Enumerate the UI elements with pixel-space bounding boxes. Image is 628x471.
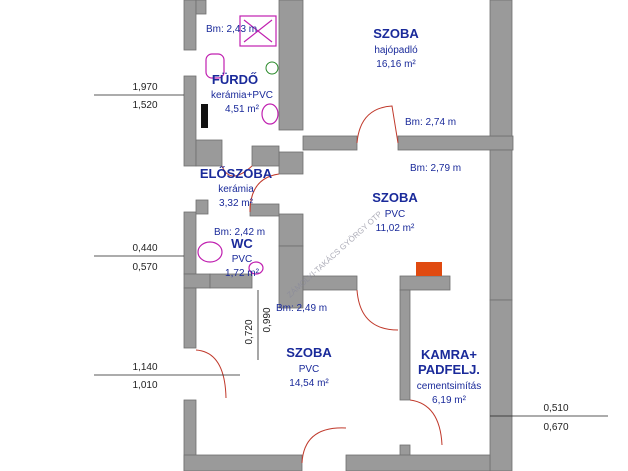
room-eloszoba-area: 3,32 m² [219, 198, 254, 209]
wall-wc-top-right [249, 203, 280, 217]
vertical-dim-1: 0,720 [244, 319, 255, 344]
sink-bath-icon [261, 103, 279, 125]
wall-right-upper [489, 0, 513, 137]
room-szoba-bottom-material: PVC [299, 364, 320, 375]
wall-left-bottom [183, 399, 197, 471]
wall-bath-bottom-left [195, 139, 223, 167]
wall-wc-bottom [209, 273, 253, 289]
height-label-wc: Bm: 2,42 m [214, 227, 265, 238]
wall-left-mid [183, 75, 197, 167]
wall-top-room-bottom-left [302, 135, 358, 151]
room-szoba-top-name: SZOBA [373, 26, 419, 41]
side-dim-2-top: 0,440 [132, 243, 157, 254]
room-szoba-top-area: 16,16 m² [376, 59, 416, 70]
side-dim-3-bottom: 1,010 [132, 380, 157, 391]
wall-right-lower [489, 299, 513, 471]
wall-kamra-left [399, 289, 411, 401]
room-szoba-mid-material: PVC [385, 209, 406, 220]
side-dim-3-top: 1,140 [132, 362, 157, 373]
fixtures [197, 15, 279, 275]
room-szoba-mid-name: SZOBA [372, 190, 418, 205]
wall-left-upper [183, 0, 197, 51]
wall-bottom-left [183, 454, 303, 471]
side-dim-4-bottom: 0,670 [543, 422, 568, 433]
height-label-bath: Bm: 2,43 m [206, 24, 257, 35]
wall-wc-right [278, 213, 304, 247]
room-wc-name: WC [231, 236, 253, 251]
room-szoba-bottom-area: 14,54 m² [289, 378, 329, 389]
wall-left-lower [183, 287, 197, 349]
door-left-bottom [195, 349, 227, 399]
wall-bath-right [278, 0, 304, 131]
toilet-bath-icon [205, 53, 225, 79]
side-dimensions: 1,970 1,520 0,440 0,570 1,140 1,010 0,51… [94, 82, 608, 433]
wall-bath-bottom-right [251, 145, 280, 167]
door-top-room [356, 105, 399, 144]
door-hall-mid [249, 173, 280, 213]
side-dim-1-top: 1,970 [132, 82, 157, 93]
toilet-wc-icon [197, 241, 223, 263]
door-kamra [409, 399, 443, 446]
room-wc-material: PVC [232, 254, 253, 265]
room-kamra-area: 6,19 m² [432, 395, 467, 406]
room-kamra-name2: PADFELJ. [418, 362, 480, 377]
wall-wc-top-left [195, 199, 209, 215]
door-bath [221, 165, 253, 177]
wall-bottom-right [345, 454, 491, 471]
wall-left-wc [183, 211, 197, 275]
heater-icon [416, 262, 442, 276]
room-kamra-material: cementsimítás [417, 381, 481, 392]
wall-left-step [183, 273, 211, 289]
wall-kamra-top [399, 275, 451, 291]
door-mid-room-bottom [356, 289, 399, 331]
door-bottom-entrance [301, 427, 347, 464]
height-label-mid-room: Bm: 2,79 m [410, 163, 461, 174]
wall-mid-column [278, 245, 304, 309]
room-furdo-material: kerámia+PVC [211, 90, 273, 101]
ventilation-icon [265, 61, 279, 75]
room-labels: SZOBA hajópadló 16,16 m² FÜRDŐ kerámia+P… [200, 26, 481, 406]
room-wc-area: 1,72 m² [225, 268, 260, 279]
sink-wc-icon [248, 261, 264, 275]
ceiling-heights: Bm: 2,43 m Bm: 2,74 m Bm: 2,79 m Bm: 2,4… [206, 24, 461, 314]
room-kamra-name: KAMRA+ [421, 347, 477, 362]
wall-top-room-bottom-right [397, 135, 514, 151]
room-eloszoba-material: kerámia [218, 184, 254, 195]
side-dim-2-bottom: 0,570 [132, 262, 157, 273]
room-szoba-mid-area: 11,02 m² [376, 223, 415, 234]
wall-right-mid [489, 149, 513, 301]
wall-hall-right [278, 151, 304, 175]
doors [195, 105, 443, 464]
wall-mid-room-bottom [302, 275, 358, 291]
room-furdo-area: 4,51 m² [225, 104, 260, 115]
walls [183, 0, 514, 471]
height-label-top-room: Bm: 2,74 m [405, 117, 456, 128]
room-eloszoba-name: ELŐSZOBA [200, 166, 273, 181]
side-dim-1-bottom: 1,520 [132, 100, 157, 111]
side-dim-4-top: 0,510 [543, 403, 568, 414]
room-szoba-top-material: hajópadló [374, 45, 418, 56]
wall-bath-top [195, 0, 207, 15]
vertical-dim-2: 0,990 [262, 307, 273, 332]
room-szoba-bottom-name: SZOBA [286, 345, 332, 360]
shower-cross-icon [243, 19, 273, 43]
room-furdo-name: FÜRDŐ [212, 72, 258, 87]
water-heater-icon [201, 104, 208, 128]
height-label-bottom-room: Bm: 2,49 m [276, 303, 327, 314]
